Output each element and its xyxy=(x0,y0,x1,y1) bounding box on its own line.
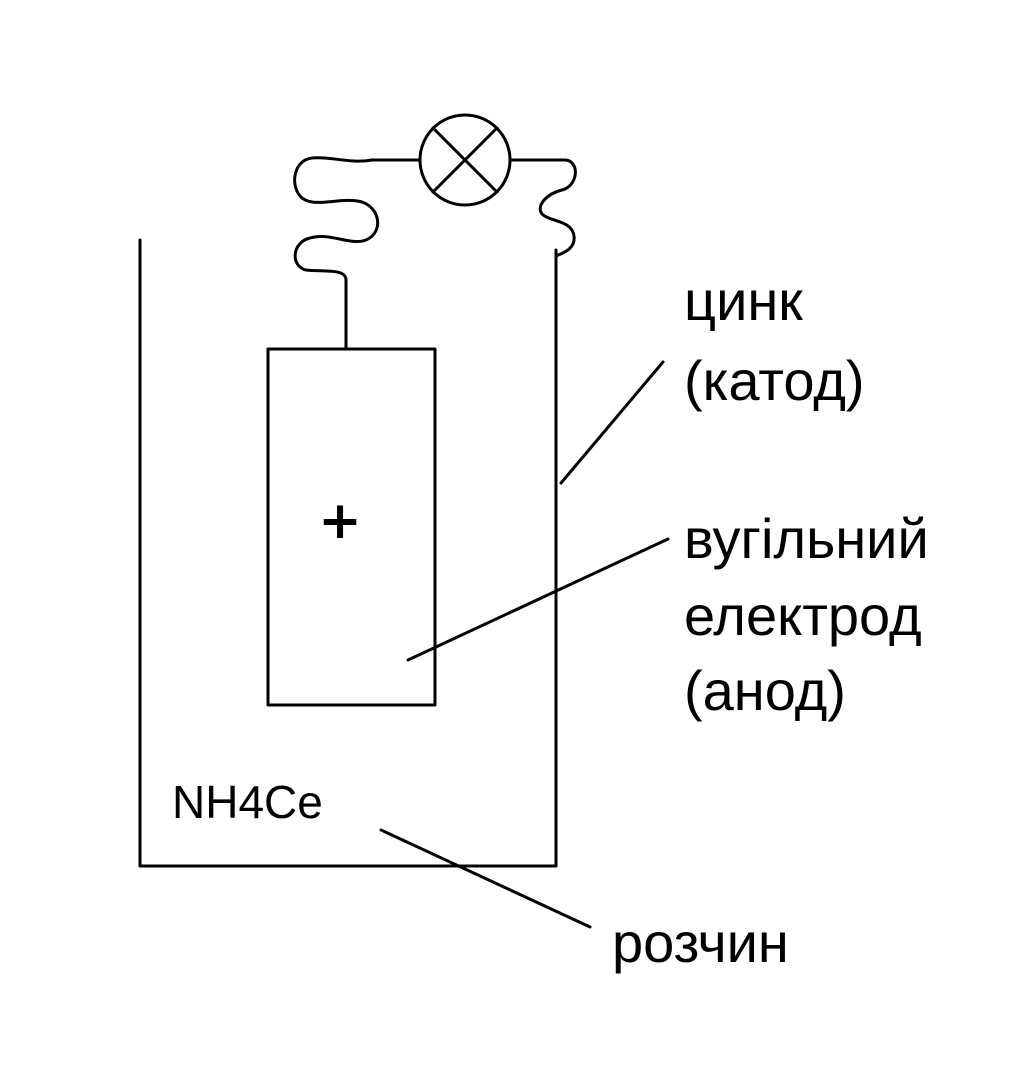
zinc-container xyxy=(138,238,558,868)
carbon-electrode xyxy=(266,347,437,707)
label-zinc-line1: цинк xyxy=(684,269,803,332)
label-carbon-line1: вугільний xyxy=(684,507,929,570)
wire-right xyxy=(508,158,577,258)
electrode-sign: + xyxy=(318,491,362,551)
pointer-carbon xyxy=(406,537,670,662)
label-solution: розчин xyxy=(612,911,789,974)
label-zinc-line2: (катод) xyxy=(684,349,865,412)
label-carbon-line3: (анод) xyxy=(684,659,846,722)
pointer-zinc xyxy=(559,360,665,485)
wire-left xyxy=(293,156,422,351)
pointer-solution xyxy=(379,828,592,929)
solution-formula: NH4Ce xyxy=(172,776,323,828)
label-carbon-line2: електрод xyxy=(684,584,922,647)
lamp-icon xyxy=(418,113,512,207)
